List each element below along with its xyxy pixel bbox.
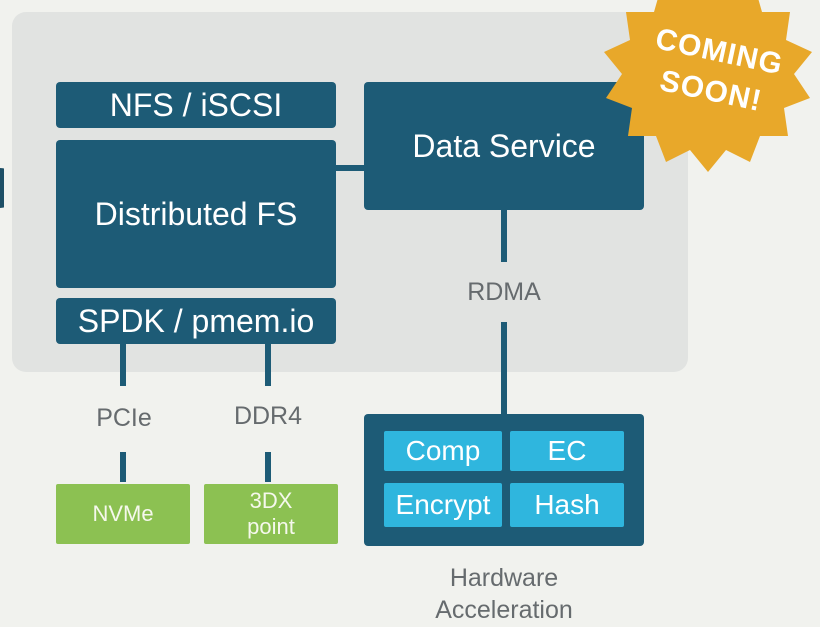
3dxpoint-box: 3DX point bbox=[204, 484, 338, 544]
rdma-line-bottom bbox=[501, 322, 507, 414]
rdma-label: RDMA bbox=[467, 278, 541, 306]
pcie-line-bottom bbox=[120, 452, 126, 482]
data-service-label: Data Service bbox=[412, 127, 596, 164]
ddr4-line-top bbox=[265, 344, 271, 386]
rdma-line-top bbox=[501, 210, 507, 262]
hw-caption-line2: Acceleration bbox=[435, 596, 573, 624]
ddr4-line-bottom bbox=[265, 452, 271, 482]
nfs-iscsi-box: NFS / iSCSI bbox=[56, 82, 336, 128]
comp-label: Comp bbox=[405, 435, 481, 466]
hash-box: Hash bbox=[510, 483, 624, 527]
pcie-label: PCIe bbox=[96, 404, 152, 432]
pcie-line-top bbox=[120, 344, 126, 386]
ec-box: EC bbox=[510, 431, 624, 471]
spdk-pmem-box: SPDK / pmem.io bbox=[56, 298, 336, 344]
badge-starburst-icon bbox=[604, 0, 812, 172]
distributed-fs-label: Distributed FS bbox=[94, 195, 298, 232]
spdk-pmem-label: SPDK / pmem.io bbox=[77, 302, 315, 339]
data-service-box: Data Service bbox=[364, 82, 644, 210]
3dxpoint-label-line2: point bbox=[247, 514, 295, 539]
encrypt-label: Encrypt bbox=[395, 489, 491, 520]
encrypt-box: Encrypt bbox=[384, 483, 502, 527]
nvme-box: NVMe bbox=[56, 484, 190, 544]
nfs-iscsi-label: NFS / iSCSI bbox=[109, 86, 283, 123]
fs-to-data-service-connector bbox=[336, 165, 364, 171]
ec-label: EC bbox=[547, 435, 587, 466]
hash-label: Hash bbox=[534, 489, 600, 520]
distributed-fs-box: Distributed FS bbox=[56, 140, 336, 288]
comp-box: Comp bbox=[384, 431, 502, 471]
hw-caption-line1: Hardware bbox=[449, 564, 559, 592]
coming-soon-badge: COMING SOON! bbox=[588, 0, 820, 200]
hardware-acceleration-caption: Hardware Acceleration bbox=[404, 562, 604, 626]
incoming-connector bbox=[0, 168, 16, 208]
3dxpoint-label-line1: 3DX bbox=[249, 488, 293, 513]
nvme-label: NVMe bbox=[92, 501, 154, 526]
ddr4-label: DDR4 bbox=[233, 402, 303, 430]
